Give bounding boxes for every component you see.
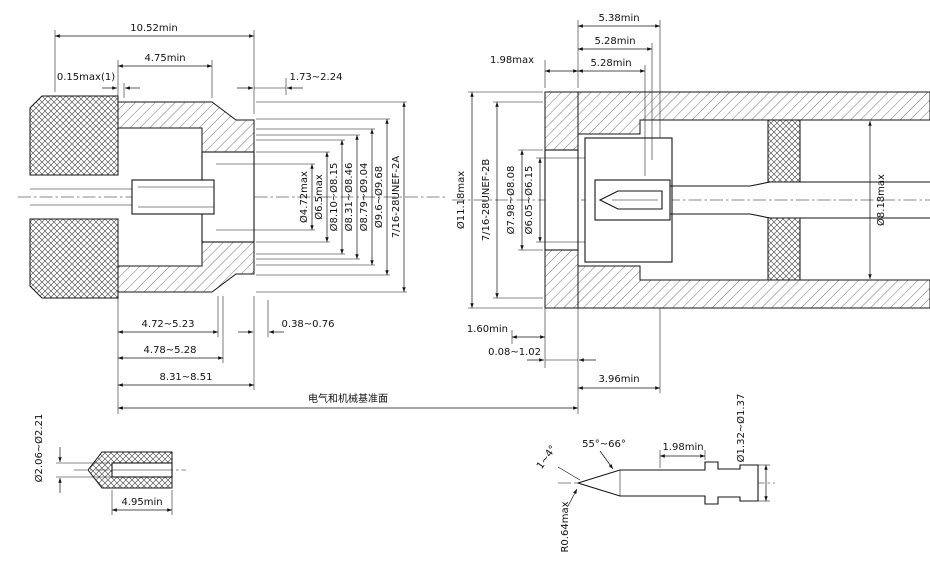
dim-dia-bore: Ø8.10~Ø8.15 [328, 163, 340, 232]
dim-jack-bore-dia: Ø7.98~Ø8.08 [505, 166, 517, 235]
reference-plane-dimension: 电气和机械基准面 [118, 308, 579, 414]
dim-pin-taper-angle: 1~4° [535, 444, 559, 472]
cable-braid-top [29, 95, 119, 176]
dim-jack-bottom-3: 3.96min [598, 374, 639, 385]
dim-pin-tip-radius: R0.64max [560, 501, 571, 552]
dim-bottom-4: 8.31~8.51 [160, 372, 213, 383]
jack-section-view [452, 91, 930, 309]
jack-dimensions: 5.38min 5.28min 5.28min 1.98max Ø11.18ma… [455, 13, 887, 393]
dim-dia-socket: Ø4.72max [298, 171, 310, 223]
jack-front-bore [544, 149, 579, 251]
pin-body [576, 461, 759, 505]
contact-pin-view: 1.98min 55°~66° 1~4° R0.64max Ø1.32~Ø1.3… [535, 394, 775, 553]
plug-section-view [18, 95, 445, 299]
jack-bead-bottom [767, 217, 801, 281]
dim-dia-shell-inner: Ø8.79~Ø9.04 [358, 163, 370, 232]
jack-shell-bottom [577, 265, 930, 309]
jack-shell-top [577, 91, 930, 135]
dim-bottom-2: 0.38~0.76 [282, 319, 335, 330]
reference-plane-label: 电气和机械基准面 [308, 392, 388, 405]
plug-dimensions: 10.52min 4.75min 0.15max(1) 1.73~2.24 Ø4… [54, 23, 407, 414]
dim-pin-length: 1.98min [662, 442, 703, 453]
jack-bead-top [767, 119, 801, 183]
jack-conductor-top [670, 181, 930, 187]
dim-jack-outer-dia: Ø11.18max [455, 171, 467, 229]
dim-nut-length: 4.75min [144, 53, 185, 64]
dim-dia-shell-outer: Ø9.6~Ø9.68 [373, 166, 385, 228]
dim-gap: 0.15max(1) [57, 72, 115, 83]
cable-braid-bottom [29, 218, 119, 299]
plug-shell-top [117, 101, 255, 153]
dim-overall-length: 10.52min [130, 23, 178, 34]
dim-jack-depth-2: 5.28min [594, 36, 635, 47]
dim-jack-flange: 1.98max [490, 55, 534, 66]
dim-jack-depth-1: 5.38min [598, 13, 639, 24]
dim-bottom-1: 4.72~5.23 [142, 319, 195, 330]
dim-jack-bottom-2: 0.08~1.02 [488, 347, 541, 358]
cable-end-view: Ø2.06~Ø2.21 4.95min [33, 414, 186, 515]
dim-pin-dia: Ø1.32~Ø1.37 [735, 394, 747, 463]
dim-jack-tube-dia: Ø8.18max [875, 174, 887, 226]
plug-center-socket [131, 179, 215, 215]
dim-cable-strip-length: 4.95min [121, 497, 162, 508]
dim-jack-bottom-1: 1.60min [467, 324, 508, 335]
dim-bottom-3: 4.78~5.28 [144, 345, 197, 356]
dim-pin-tip-angle: 55°~66° [582, 439, 626, 450]
dim-thread-spec-jack: 7/16-28UNEF-2B [481, 159, 492, 242]
jack-conductor-bottom [670, 213, 930, 219]
dim-pin-recess: 1.73~2.24 [290, 72, 343, 83]
dim-jack-inner-dia: Ø6.05~Ø6.15 [523, 166, 535, 235]
dim-dia-step: Ø8.31~Ø8.46 [343, 163, 355, 232]
dim-dia-insulator: Ø6.5max [313, 174, 325, 220]
dim-thread-spec-plug: 7/16-28UNEF-2A [391, 156, 402, 239]
dim-cable-conductor-dia: Ø2.06~Ø2.21 [33, 414, 45, 483]
dim-jack-depth-3: 5.28min [590, 58, 631, 69]
plug-shell-bottom [117, 241, 255, 293]
